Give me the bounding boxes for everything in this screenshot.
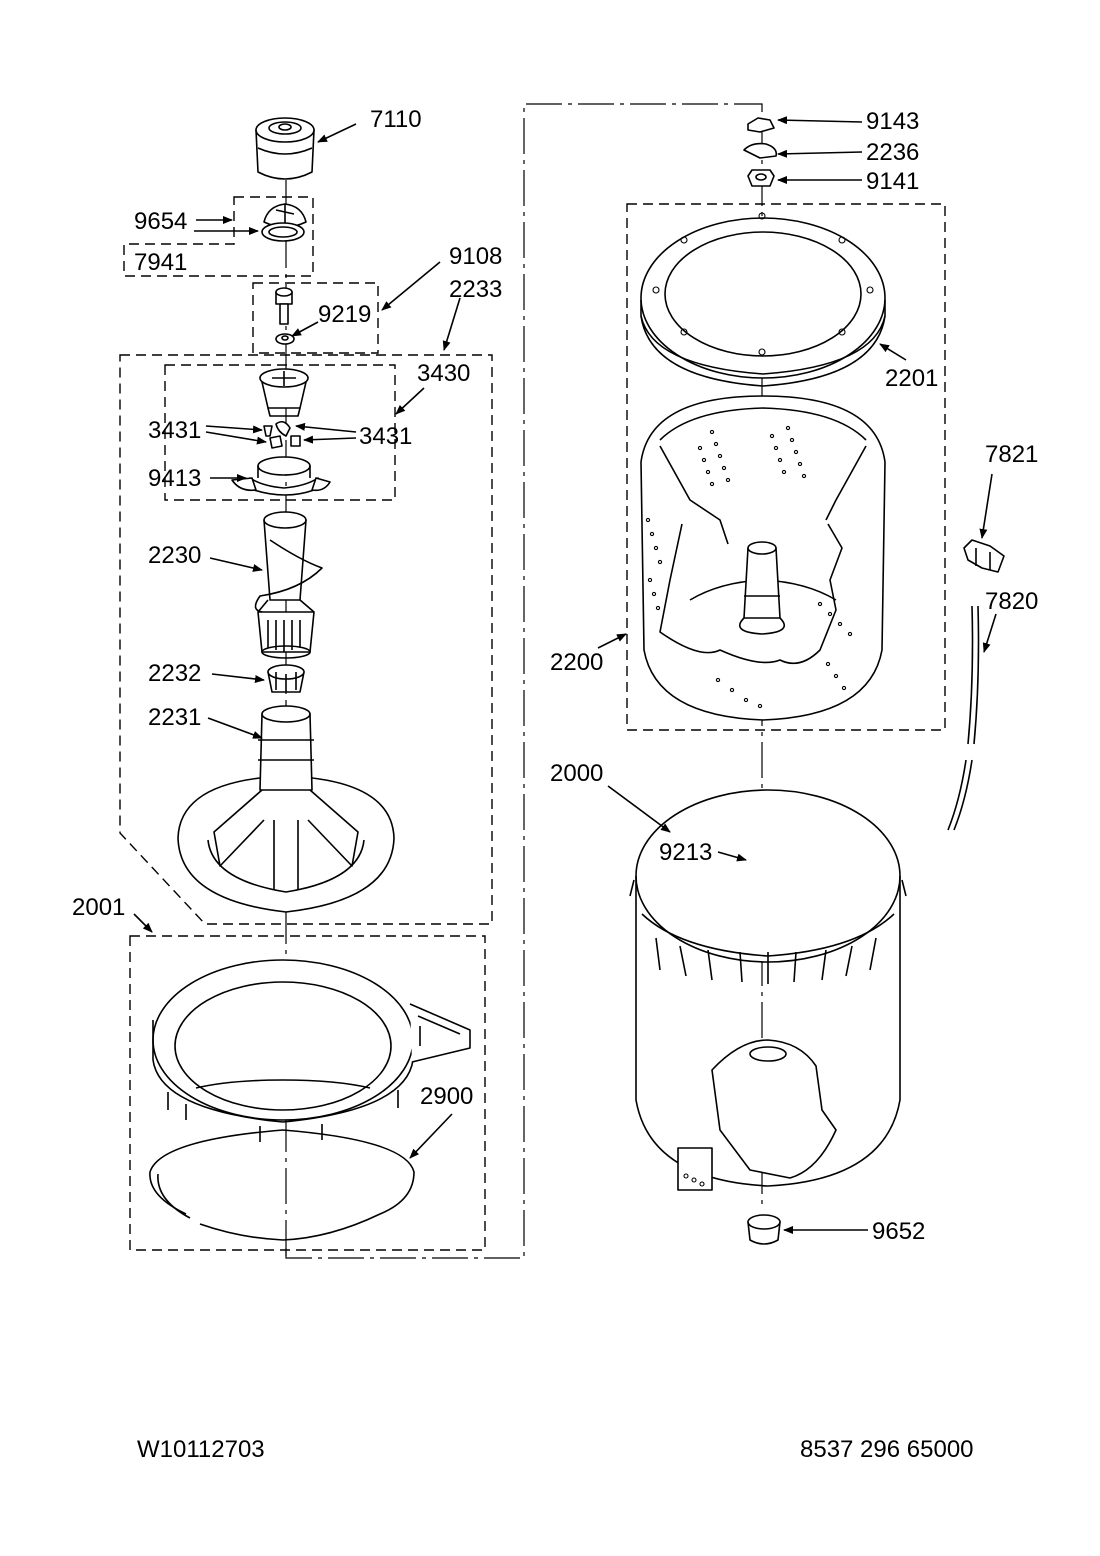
leader-2001 bbox=[133, 913, 153, 933]
callout-9141: 9141 bbox=[866, 168, 919, 195]
callout-2231: 2231 bbox=[148, 704, 201, 731]
part-2201-balance-ring[interactable] bbox=[640, 212, 886, 387]
leader-3431a-1 bbox=[205, 425, 263, 434]
group-box-2233 bbox=[119, 354, 493, 925]
group-box-3430 bbox=[164, 364, 396, 501]
part-7821-clip[interactable] bbox=[963, 539, 1005, 573]
leader-3431b-2 bbox=[303, 435, 357, 444]
assembly-link-line bbox=[285, 103, 763, 1259]
callout-9654: 9654 bbox=[134, 208, 187, 235]
leader-2236 bbox=[777, 149, 863, 158]
part-9143-nut[interactable] bbox=[747, 117, 775, 133]
part-3431-agitator-dogs[interactable] bbox=[263, 420, 301, 449]
leader-2900 bbox=[409, 1113, 453, 1159]
callout-2001: 2001 bbox=[72, 894, 125, 921]
leader-2201 bbox=[879, 343, 907, 361]
leader-3431b-1 bbox=[295, 422, 357, 433]
part-9219-washer[interactable] bbox=[275, 333, 295, 345]
part-3430-agitator-cam[interactable] bbox=[259, 368, 309, 417]
leader-2232 bbox=[211, 673, 265, 683]
leader-9108 bbox=[381, 261, 441, 311]
leader-2233 bbox=[442, 297, 461, 351]
leader-7110 bbox=[317, 123, 357, 143]
leader-9219 bbox=[291, 321, 319, 337]
part-2000-outer-tub[interactable] bbox=[629, 789, 907, 1191]
footer-left-code: W10112703 bbox=[137, 1436, 265, 1463]
part-7110-softener-dispenser[interactable] bbox=[255, 117, 315, 180]
callout-7821: 7821 bbox=[985, 441, 1038, 468]
group-box-9654 bbox=[123, 196, 314, 277]
leader-9213 bbox=[717, 851, 747, 862]
callout-9219: 9219 bbox=[318, 301, 371, 328]
callout-2900: 2900 bbox=[420, 1083, 473, 1110]
leader-9143 bbox=[777, 116, 863, 125]
part-2200-spin-basket[interactable] bbox=[640, 395, 886, 721]
callout-9413: 9413 bbox=[148, 465, 201, 492]
part-2001-tub-ring[interactable] bbox=[152, 959, 471, 1142]
callout-3431-right: 3431 bbox=[359, 423, 412, 450]
footer-right-code: 8537 296 65000 bbox=[800, 1436, 974, 1463]
callout-9213: 9213 bbox=[659, 839, 712, 866]
leader-7821 bbox=[979, 473, 993, 539]
part-7941-seal-ring[interactable] bbox=[261, 222, 305, 242]
callout-2232: 2232 bbox=[148, 660, 201, 687]
callout-9143: 9143 bbox=[866, 108, 919, 135]
part-2900-clamp-ring[interactable] bbox=[149, 1129, 415, 1241]
part-9652-plug[interactable] bbox=[747, 1214, 781, 1245]
leader-2000 bbox=[607, 785, 671, 833]
group-box-9108 bbox=[252, 282, 379, 354]
part-9141-bushing[interactable] bbox=[747, 169, 775, 187]
part-2230-auger[interactable] bbox=[254, 511, 323, 659]
group-box-2200 bbox=[626, 203, 946, 731]
leader-2230 bbox=[209, 557, 263, 572]
callout-9652: 9652 bbox=[872, 1218, 925, 1245]
callout-2236: 2236 bbox=[866, 139, 919, 166]
group-box-2001 bbox=[129, 935, 486, 1251]
leader-3430 bbox=[395, 387, 425, 415]
callout-3430: 3430 bbox=[417, 360, 470, 387]
leader-2200 bbox=[597, 633, 627, 649]
callout-2000: 2000 bbox=[550, 760, 603, 787]
part-2236-washer[interactable] bbox=[743, 142, 778, 159]
part-9413-agitator-base[interactable] bbox=[231, 456, 331, 496]
leader-3431a-2 bbox=[205, 431, 267, 445]
part-7820-hose[interactable] bbox=[947, 605, 980, 831]
callout-2201: 2201 bbox=[885, 365, 938, 392]
callout-7820: 7820 bbox=[985, 588, 1038, 615]
part-2231-pedestal[interactable] bbox=[177, 705, 395, 913]
callout-2230: 2230 bbox=[148, 542, 201, 569]
callout-9108: 9108 bbox=[449, 243, 502, 270]
part-2232-bearing[interactable] bbox=[267, 664, 305, 693]
part-9108-bolt[interactable] bbox=[275, 287, 293, 325]
leader-7820 bbox=[982, 613, 997, 653]
callout-7110: 7110 bbox=[370, 106, 422, 133]
callout-7941: 7941 bbox=[134, 249, 187, 276]
leader-2231 bbox=[207, 717, 263, 739]
callout-2233: 2233 bbox=[449, 276, 502, 303]
callout-3431-left: 3431 bbox=[148, 417, 201, 444]
callout-2200: 2200 bbox=[550, 649, 603, 676]
